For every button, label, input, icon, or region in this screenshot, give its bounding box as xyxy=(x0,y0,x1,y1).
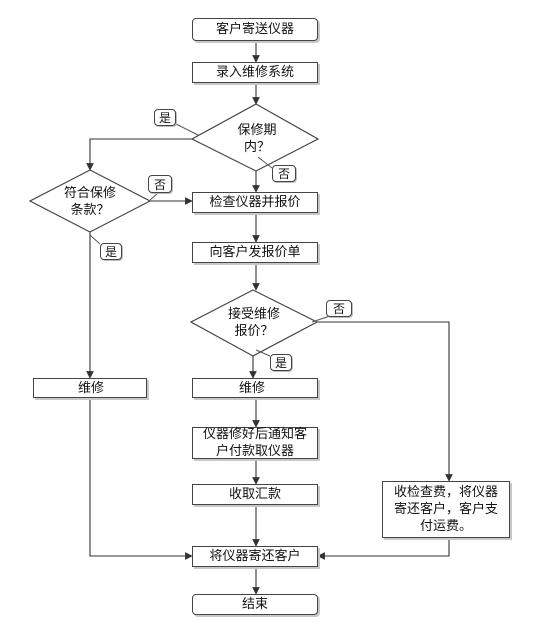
node-repair-left: 维修 xyxy=(33,378,147,398)
node-enter-system: 录入维修系统 xyxy=(192,62,318,83)
node-charge-return: 收检查费，将仪器寄还客户，客户支付运费。 xyxy=(382,481,510,538)
node-notify-pay: 仪器修好后通知客户付款取仪器 xyxy=(192,427,318,459)
callout-warranty-yes: 是 xyxy=(154,109,176,126)
decision-in-warranty-label: 保修期内？ xyxy=(237,123,277,155)
callout-terms-no: 否 xyxy=(148,175,172,193)
callout-accept-no: 否 xyxy=(326,300,352,317)
callout-warranty-no: 否 xyxy=(272,165,296,182)
node-repair-center: 维修 xyxy=(192,378,318,398)
node-collect-payment: 收取汇款 xyxy=(192,484,318,505)
node-send-instrument: 客户寄送仪器 xyxy=(192,18,318,41)
decision-accept-quote-label: 接受维修报价？ xyxy=(227,307,280,339)
node-return-instrument: 将仪器寄还客户 xyxy=(192,546,318,567)
node-send-quote: 向客户发报价单 xyxy=(192,242,318,263)
callout-accept-yes: 是 xyxy=(270,354,292,371)
node-inspect-quote: 检查仪器并报价 xyxy=(192,192,318,213)
decision-meets-terms-label: 符合保修条款？ xyxy=(63,186,116,218)
callout-terms-yes: 是 xyxy=(100,243,122,260)
node-end: 结束 xyxy=(192,594,318,615)
